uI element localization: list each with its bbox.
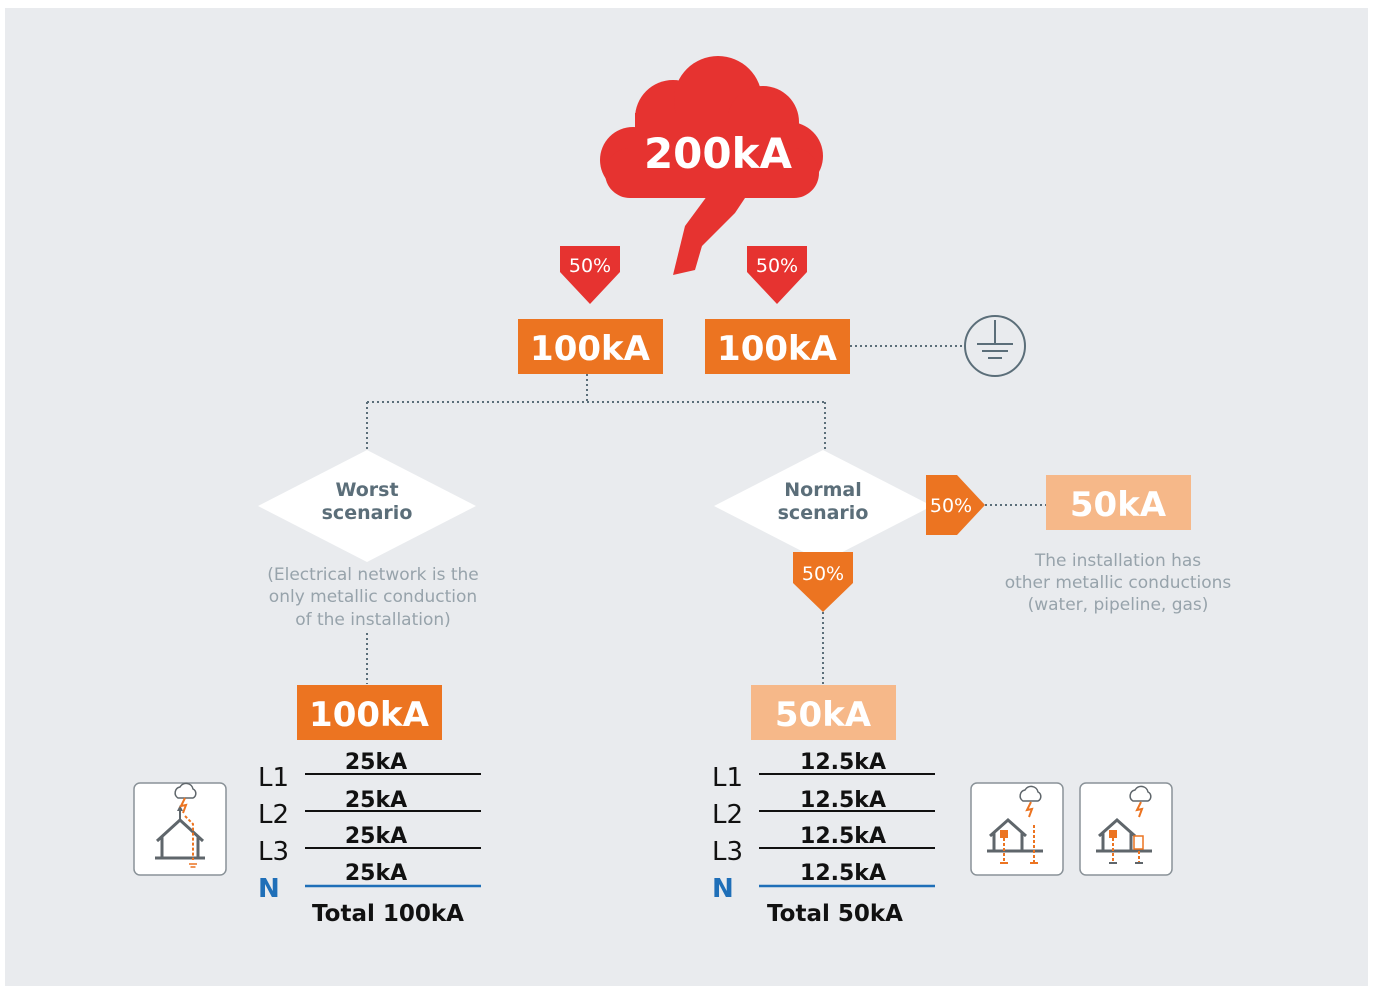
normal-lines-table: L1 L2 L3 N 12.5kA 12.5kA 12.5kA 12.5kA T… bbox=[712, 750, 935, 927]
normal-side-note: The installation has other metallic cond… bbox=[1005, 551, 1232, 615]
side-note-line-1: The installation has bbox=[1034, 551, 1201, 571]
branch-connector bbox=[366, 374, 826, 451]
split-right-pct-label: 50% bbox=[756, 255, 798, 277]
house-meter-grounding-icon bbox=[1079, 782, 1173, 876]
worst-lines-table: L1 L2 L3 N 25kA 25kA 25kA 25kA Total 100… bbox=[258, 750, 481, 927]
normal-down-pct-label: 50% bbox=[802, 563, 844, 585]
split-left-pct-label: 50% bbox=[569, 255, 611, 277]
worst-line-value: 25kA bbox=[345, 824, 407, 849]
normal-line-value: 12.5kA bbox=[800, 824, 886, 849]
normal-line-label: L1 bbox=[712, 763, 743, 793]
worst-scenario-note: (Electrical network is the only metallic… bbox=[267, 565, 479, 630]
split-right-value-box: 100kA bbox=[705, 319, 850, 374]
storm-cloud-icon: 200kA bbox=[600, 56, 823, 275]
split-left-value-label: 100kA bbox=[530, 329, 651, 369]
lightning-current-distribution-diagram: 200kA 50% 50% 100kA 100kA Worst scenario bbox=[133, 56, 1232, 927]
normal-line-label: L2 bbox=[712, 800, 743, 830]
normal-value-box: 50kA bbox=[751, 685, 896, 740]
worst-note-line-1: (Electrical network is the bbox=[267, 565, 479, 585]
worst-scenario-title-1: Worst bbox=[335, 479, 398, 501]
cloud-current-label: 200kA bbox=[644, 129, 793, 178]
normal-scenario-title-1: Normal bbox=[784, 479, 861, 501]
normal-neutral-label: N bbox=[712, 874, 734, 904]
normal-total: Total 50kA bbox=[767, 901, 903, 927]
worst-line-value: 25kA bbox=[345, 750, 407, 775]
normal-line-value: 12.5kA bbox=[800, 788, 886, 813]
worst-value-box: 100kA bbox=[297, 685, 442, 740]
split-right-pct-badge: 50% bbox=[747, 246, 807, 304]
split-left-value-box: 100kA bbox=[518, 319, 663, 374]
normal-side-value-label: 50kA bbox=[1070, 485, 1167, 525]
normal-line-label: L3 bbox=[712, 837, 743, 867]
house-grounding-pipes-icon bbox=[970, 782, 1064, 876]
normal-side-pct-badge: 50% bbox=[926, 475, 985, 535]
worst-line-label: L2 bbox=[258, 800, 289, 830]
side-note-line-3: (water, pipeline, gas) bbox=[1028, 595, 1209, 615]
worst-neutral-label: N bbox=[258, 874, 280, 904]
normal-scenario-diamond: Normal scenario bbox=[714, 450, 932, 562]
worst-line-label: L3 bbox=[258, 837, 289, 867]
worst-total: Total 100kA bbox=[312, 901, 464, 927]
house-lightning-icon bbox=[133, 782, 227, 876]
ground-symbol-icon bbox=[964, 315, 1026, 377]
normal-side-pct-label: 50% bbox=[930, 495, 972, 517]
diagram-canvas: 200kA 50% 50% 100kA 100kA Worst scenario bbox=[5, 8, 1368, 986]
worst-note-line-2: only metallic conduction bbox=[269, 587, 477, 607]
worst-scenario-title-2: scenario bbox=[322, 502, 413, 524]
worst-value-label: 100kA bbox=[309, 695, 430, 735]
worst-line-label: L1 bbox=[258, 763, 289, 793]
worst-line-value: 25kA bbox=[345, 861, 407, 886]
side-note-line-2: other metallic conductions bbox=[1005, 573, 1232, 593]
split-right-value-label: 100kA bbox=[717, 329, 838, 369]
normal-value-label: 50kA bbox=[775, 695, 872, 735]
worst-note-line-3: of the installation) bbox=[295, 610, 451, 630]
worst-scenario-diamond: Worst scenario bbox=[258, 450, 476, 562]
normal-line-value: 12.5kA bbox=[800, 861, 886, 886]
worst-line-value: 25kA bbox=[345, 788, 407, 813]
normal-scenario-title-2: scenario bbox=[778, 502, 869, 524]
split-left-pct-badge: 50% bbox=[560, 246, 620, 304]
normal-line-value: 12.5kA bbox=[800, 750, 886, 775]
normal-down-pct-badge: 50% bbox=[793, 552, 853, 612]
normal-side-value-box: 50kA bbox=[1046, 475, 1191, 530]
